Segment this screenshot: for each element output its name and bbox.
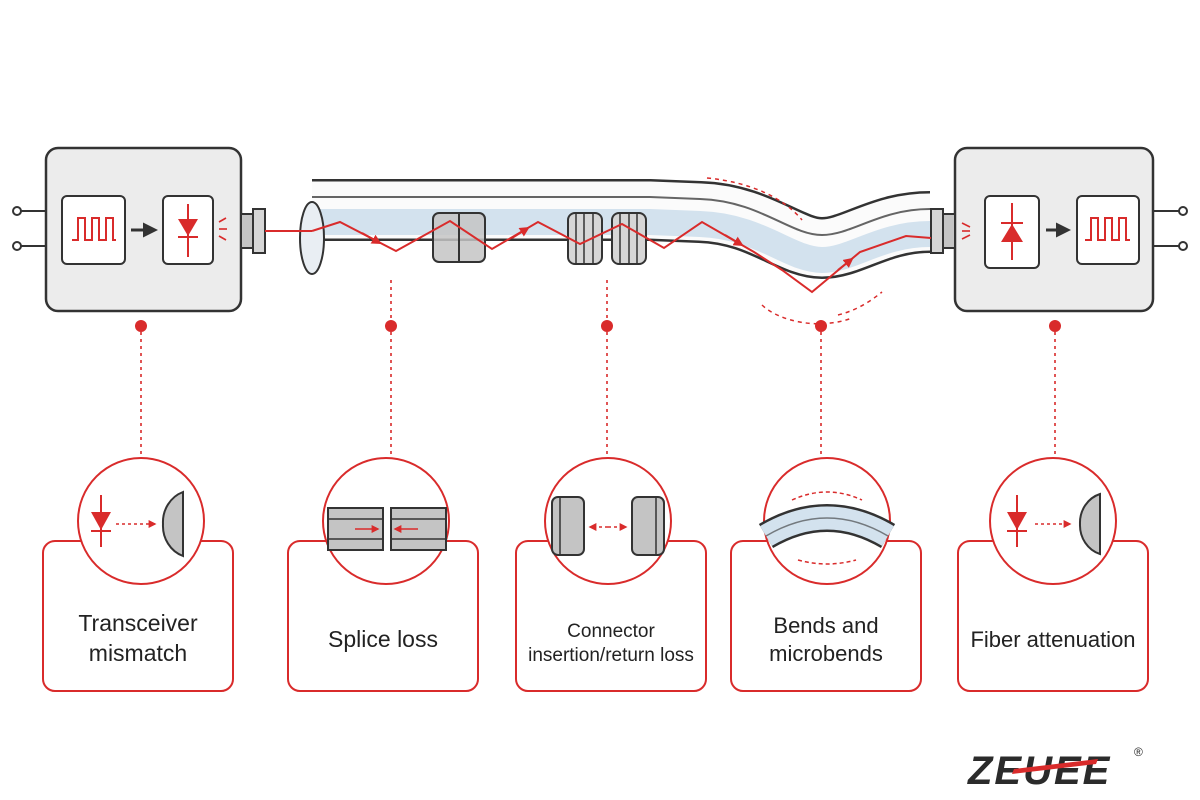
label-line: insertion/return loss [528, 645, 694, 667]
light-path [311, 219, 932, 294]
connector-pair-icon [551, 496, 665, 556]
photodiode-icon [1001, 203, 1023, 260]
rx-output-terminal-2 [1178, 241, 1188, 251]
tx-input-terminal-2 [12, 241, 22, 251]
label-transceiver: Transceiver mismatch [43, 541, 233, 691]
incoming-rays-icon [961, 222, 971, 240]
callout-card-splice [287, 457, 479, 692]
callout-card-connector [515, 457, 707, 692]
callout-card-attenuation [957, 457, 1149, 692]
emission-rays-icon [218, 217, 227, 241]
label-bends: Bends and microbends [731, 541, 921, 691]
splice-sleeve [432, 212, 486, 263]
fiber-cable [265, 179, 932, 280]
transmitter-device [12, 146, 266, 313]
fiber-end-face [299, 201, 325, 275]
bent-fiber-icon [758, 491, 896, 565]
label-attenuation: Fiber attenuation [958, 541, 1148, 691]
label-line: Splice loss [328, 626, 438, 653]
diode-lens-icon [1007, 492, 1101, 556]
tx-input-terminal-1 [12, 206, 22, 216]
callout-card-bends [730, 457, 922, 692]
callout-card-transceiver [42, 457, 234, 692]
label-connector: Connector insertion/return loss [516, 541, 706, 691]
label-line: Bends and [773, 612, 879, 638]
label-line: Fiber attenuation [970, 627, 1136, 653]
receiver-device [930, 146, 1188, 313]
brand-logo: ZEUEE ® [967, 745, 1143, 792]
label-line: mismatch [88, 640, 188, 667]
brand-accent-stripe [1012, 759, 1098, 774]
brand-registered-mark: ® [1134, 745, 1143, 759]
square-wave-icon [1085, 217, 1130, 241]
light-arrowheads [361, 226, 854, 271]
label-line: Transceiver [78, 610, 198, 637]
label-splice: Splice loss [288, 541, 478, 691]
diode-icon [178, 204, 198, 257]
label-line: Connector [567, 620, 655, 642]
rx-output-terminal-1 [1178, 206, 1188, 216]
fiber-core [312, 209, 931, 274]
label-line: microbends [769, 641, 883, 667]
callout-leaders [135, 280, 1061, 458]
square-wave-icon [72, 217, 116, 241]
diode-lens-icon [91, 490, 184, 558]
bend-loss-arcs [706, 177, 883, 325]
splice-icon [327, 507, 447, 551]
